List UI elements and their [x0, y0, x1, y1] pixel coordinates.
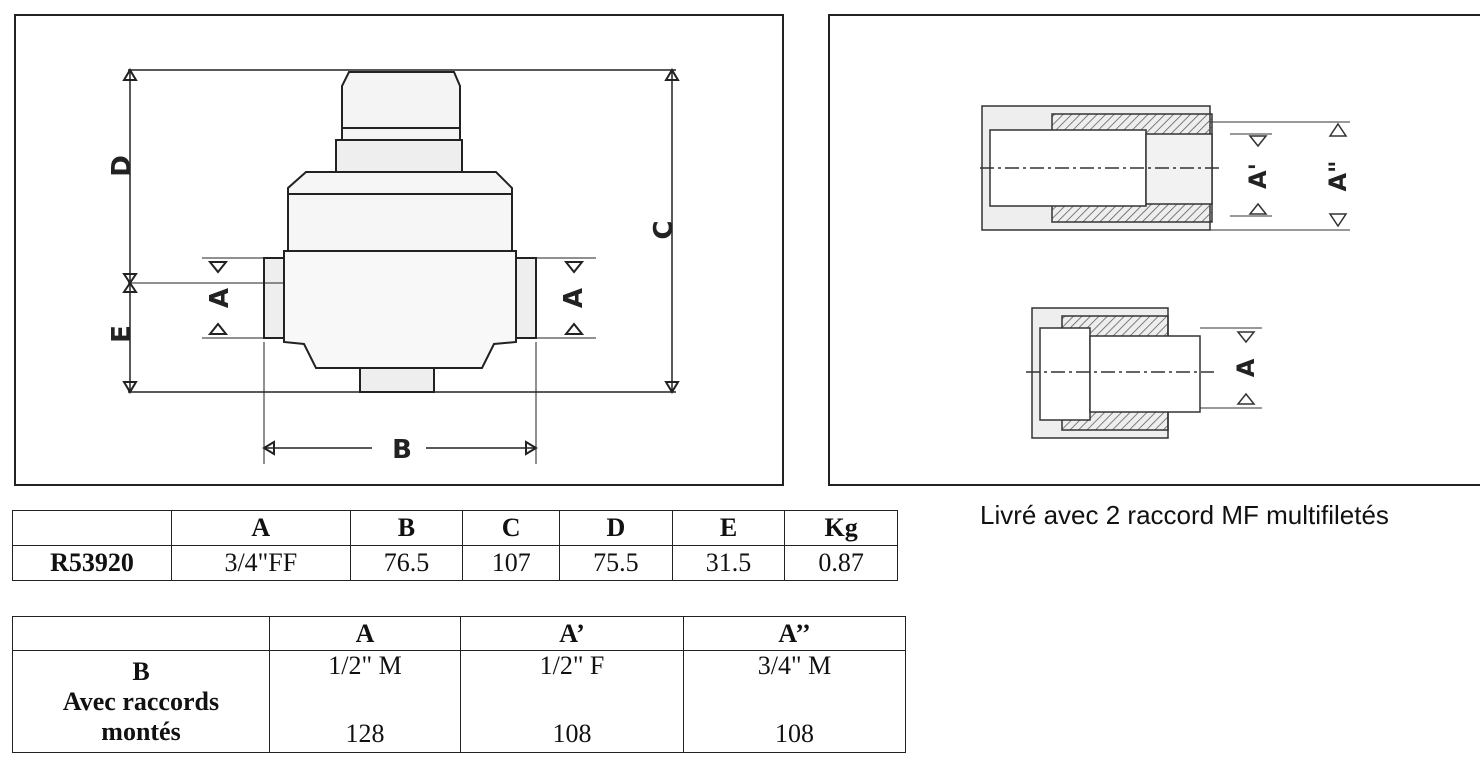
table-header-cell [12, 510, 172, 546]
table-header-cell: A [269, 616, 461, 651]
fittings-drawing: A' A" A [980, 105, 1352, 439]
table-cell: 1/2" M 128 [269, 650, 461, 753]
table-header-row: A B C D E Kg [12, 510, 898, 546]
dim-label-A-right: A [559, 288, 589, 308]
row-label-line: Avec raccords [62, 686, 220, 716]
dim-label-A-left: A [205, 288, 235, 308]
row-label: B Avec raccords montés [12, 650, 270, 753]
row-label-line: montés [101, 716, 181, 746]
table-header-cell [12, 616, 270, 651]
table-header-cell: C [462, 510, 561, 546]
table-cell: 75.5 [559, 545, 673, 581]
table-cell: 1/2" F 108 [460, 650, 684, 753]
table-row: R53920 3/4"FF 76.5 107 75.5 31.5 0.87 [12, 545, 898, 581]
dim-label-D: D [107, 155, 137, 177]
table-row: B Avec raccords montés 1/2" M 128 1/2" F… [12, 650, 906, 753]
dim-label-A-prime: A' [1244, 163, 1272, 189]
dim-label-E: E [107, 325, 137, 343]
dim-label-C: C [649, 220, 679, 239]
fittings-drawing-panel: A' A" A [828, 14, 1480, 486]
dim-label-A-double-prime: A" [1324, 160, 1352, 191]
pressure-reducer-drawing: D E C B A A [107, 68, 680, 465]
table-header-cell: D [559, 510, 673, 546]
table-header-cell: A’’ [683, 616, 906, 651]
table-cell: 0.87 [784, 545, 898, 581]
length-value: 128 [345, 719, 385, 748]
table-cell: 76.5 [349, 545, 464, 581]
table-cell: 31.5 [671, 545, 786, 581]
thread-spec: 3/4" M [757, 651, 832, 680]
thread-spec: 1/2" F [539, 651, 605, 680]
table-header-cell: E [671, 510, 786, 546]
table-cell: 3/4" M 108 [683, 650, 906, 753]
table-header-row: A A’ A’’ [12, 616, 906, 651]
table-header-cell: B [349, 510, 464, 546]
table-header-cell: Kg [784, 510, 898, 546]
length-value: 108 [775, 719, 814, 748]
dim-label-A-small: A [1232, 358, 1260, 377]
fittings-table: A A’ A’’ B Avec raccords montés 1/2" M 1… [12, 616, 906, 753]
delivery-note: Livré avec 2 raccord MF multifiletés [980, 500, 1389, 530]
valve-drawing-panel: D E C B A A [14, 14, 784, 486]
dimensions-table: A B C D E Kg R53920 3/4"FF 76.5 107 75.5… [12, 510, 898, 581]
dim-label-B: B [392, 435, 412, 465]
table-header-cell: A’ [460, 616, 684, 651]
row-label-line: B [132, 656, 150, 686]
table-header-cell: A [171, 510, 351, 546]
table-cell: 3/4"FF [171, 545, 351, 581]
length-value: 108 [552, 719, 592, 748]
table-cell: 107 [462, 545, 561, 581]
row-label: R53920 [12, 545, 172, 581]
thread-spec: 1/2" M [328, 651, 402, 680]
